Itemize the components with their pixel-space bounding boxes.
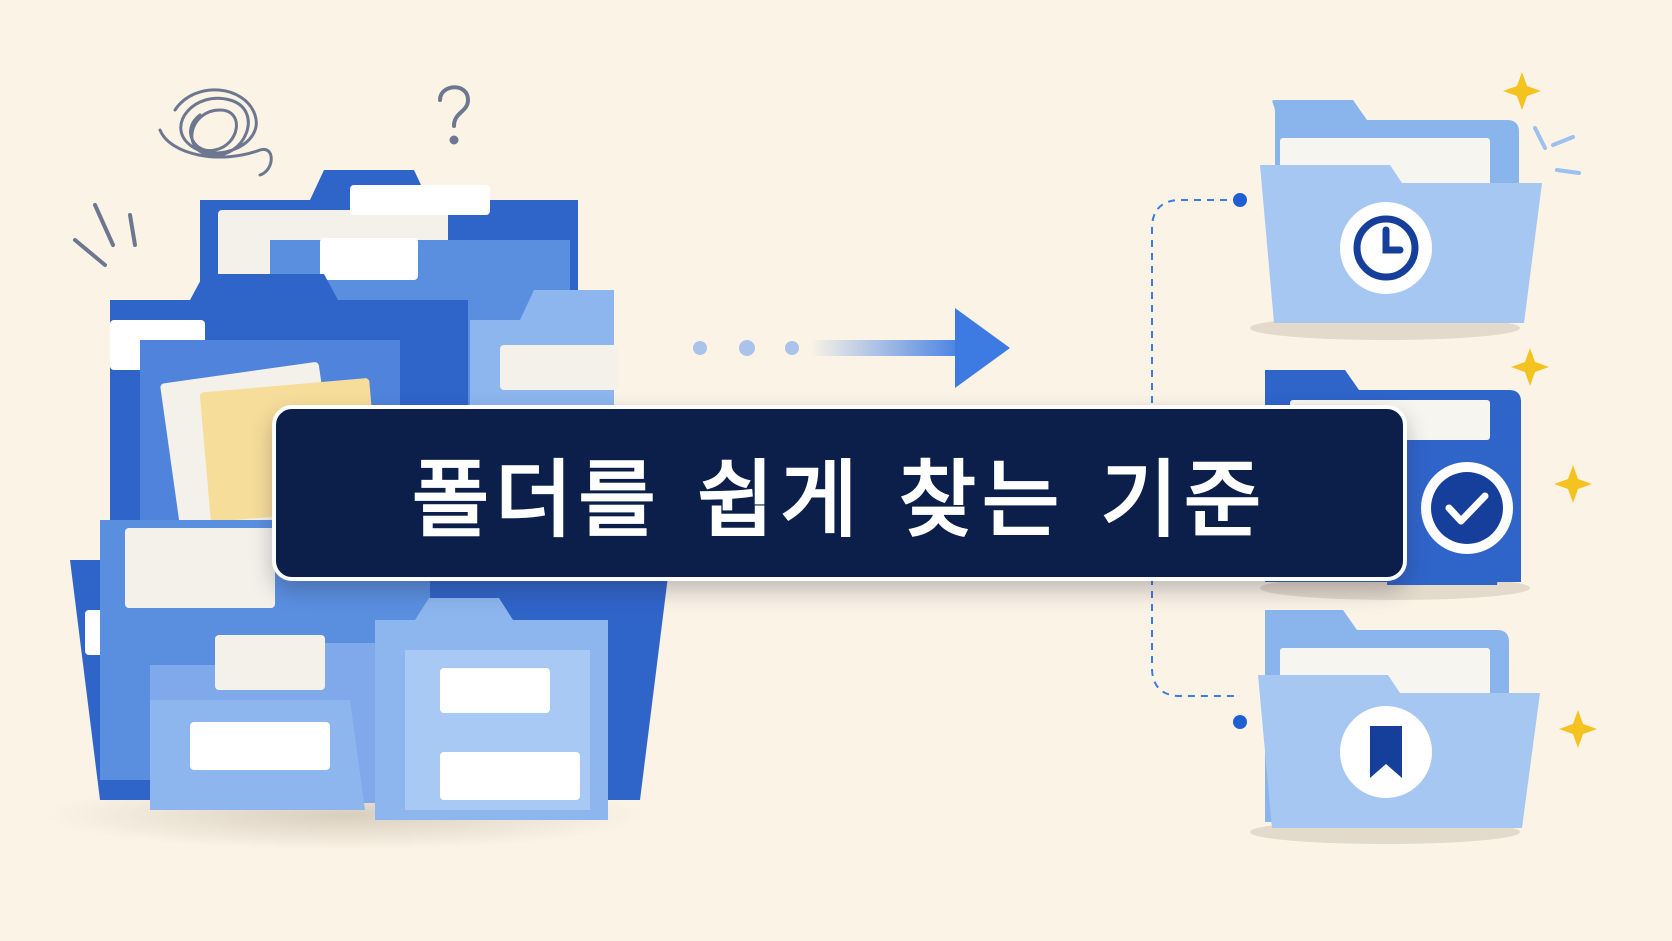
sparkle-icon <box>1503 72 1597 748</box>
question-mark-icon <box>438 85 471 145</box>
banner-title: 폴더를 쉽게 찾는 기준 <box>411 450 1268 549</box>
connector-dot <box>1233 715 1247 729</box>
folder-recent <box>1250 100 1542 340</box>
motion-lines-icon <box>73 203 137 267</box>
connector-dot <box>1233 193 1247 207</box>
bookmark-icon <box>1370 726 1402 778</box>
folder-saved <box>1250 610 1540 844</box>
shine-lines <box>1533 126 1581 175</box>
title-banner: 폴더를 쉽게 찾는 기준 <box>272 405 1407 581</box>
arrow-right-icon <box>693 308 1010 388</box>
scribble-icon <box>158 88 273 177</box>
check-icon <box>1431 472 1503 544</box>
clock-icon <box>1353 215 1419 281</box>
